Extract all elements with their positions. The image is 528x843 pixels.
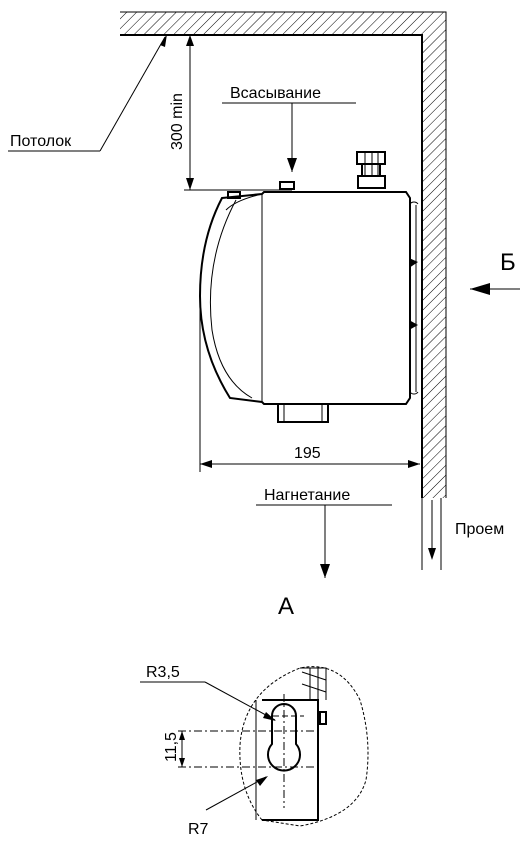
clearance-label: 300 min [169, 93, 186, 150]
clearance-dimension [184, 35, 292, 191]
intake-arrow [222, 102, 356, 172]
opening-label: Проем [455, 521, 504, 538]
heater-unit [198, 151, 419, 423]
view-b-label: Б [500, 249, 516, 276]
discharge-arrow [256, 504, 392, 578]
radius-large-label: R7 [188, 821, 209, 838]
opening-gap [421, 498, 442, 570]
ceiling-wall [120, 11, 447, 498]
ceiling-leader [8, 34, 167, 152]
radius-small-label: R3,5 [146, 664, 180, 681]
width-label: 195 [294, 445, 321, 462]
slot-length-label: 11,5 [163, 732, 180, 762]
view-a-label: А [278, 593, 294, 620]
intake-label: Всасывание [230, 85, 321, 102]
width-dimension [199, 300, 420, 472]
discharge-label: Нагнетание [264, 487, 350, 504]
ceiling-label: Потолок [10, 133, 72, 150]
detail-view-a [140, 666, 369, 827]
view-b-arrow [470, 283, 520, 295]
